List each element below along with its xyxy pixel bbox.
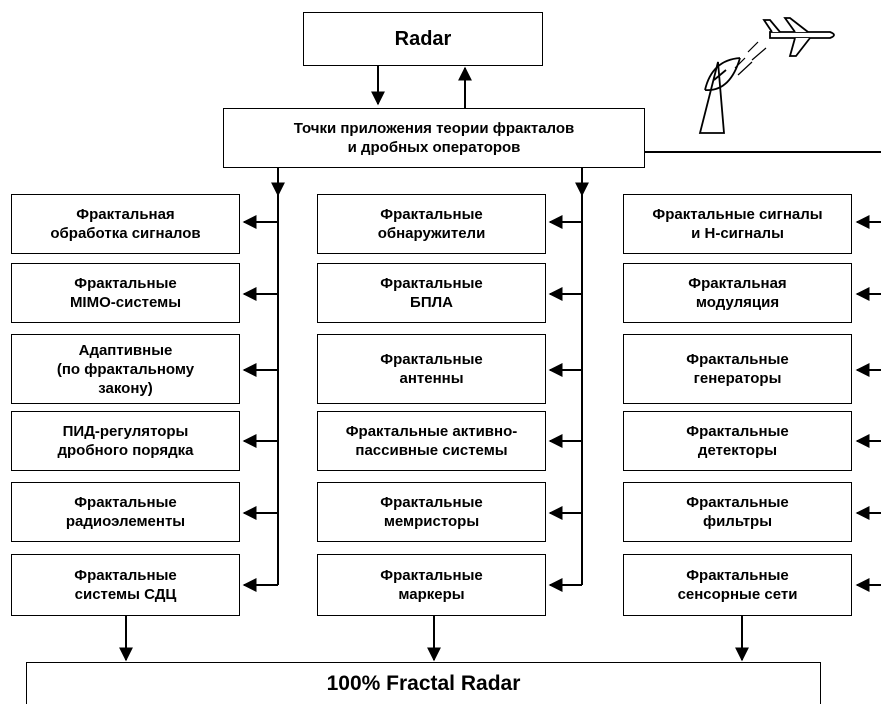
col1-item: Адаптивные (по фрактальному закону) bbox=[11, 334, 240, 404]
col1-item: Фрактальные MIMO-системы bbox=[11, 263, 240, 323]
radar-antenna-icon bbox=[698, 41, 767, 134]
col3-item: Фрактальная модуляция bbox=[623, 263, 852, 323]
col3-item: Фрактальные фильтры bbox=[623, 482, 852, 542]
col1-item: Фрактальные системы СДЦ bbox=[11, 554, 240, 616]
col1-item: Фрактальные радиоэлементы bbox=[11, 482, 240, 542]
col2-item: Фрактальные обнаружители bbox=[317, 194, 546, 254]
col1-item: ПИД-регуляторы дробного порядка bbox=[11, 411, 240, 471]
theory-application-box: Точки приложения теории фракталов и дроб… bbox=[223, 108, 645, 168]
airplane-icon bbox=[762, 17, 835, 57]
col3-item: Фрактальные сенсорные сети bbox=[623, 554, 852, 616]
col1-item: Фрактальная обработка сигналов bbox=[11, 194, 240, 254]
col2-item: Фрактальные маркеры bbox=[317, 554, 546, 616]
col2-item: Фрактальные активно- пассивные системы bbox=[317, 411, 546, 471]
col3-item: Фрактальные детекторы bbox=[623, 411, 852, 471]
radar-box: Radar bbox=[303, 12, 543, 66]
col2-item: Фрактальные БПЛА bbox=[317, 263, 546, 323]
col3-item: Фрактальные сигналы и H-сигналы bbox=[623, 194, 852, 254]
col2-item: Фрактальные мемристоры bbox=[317, 482, 546, 542]
col2-item: Фрактальные антенны bbox=[317, 334, 546, 404]
col3-item: Фрактальные генераторы bbox=[623, 334, 852, 404]
fractal-radar-box: 100% Fractal Radar bbox=[26, 662, 821, 704]
